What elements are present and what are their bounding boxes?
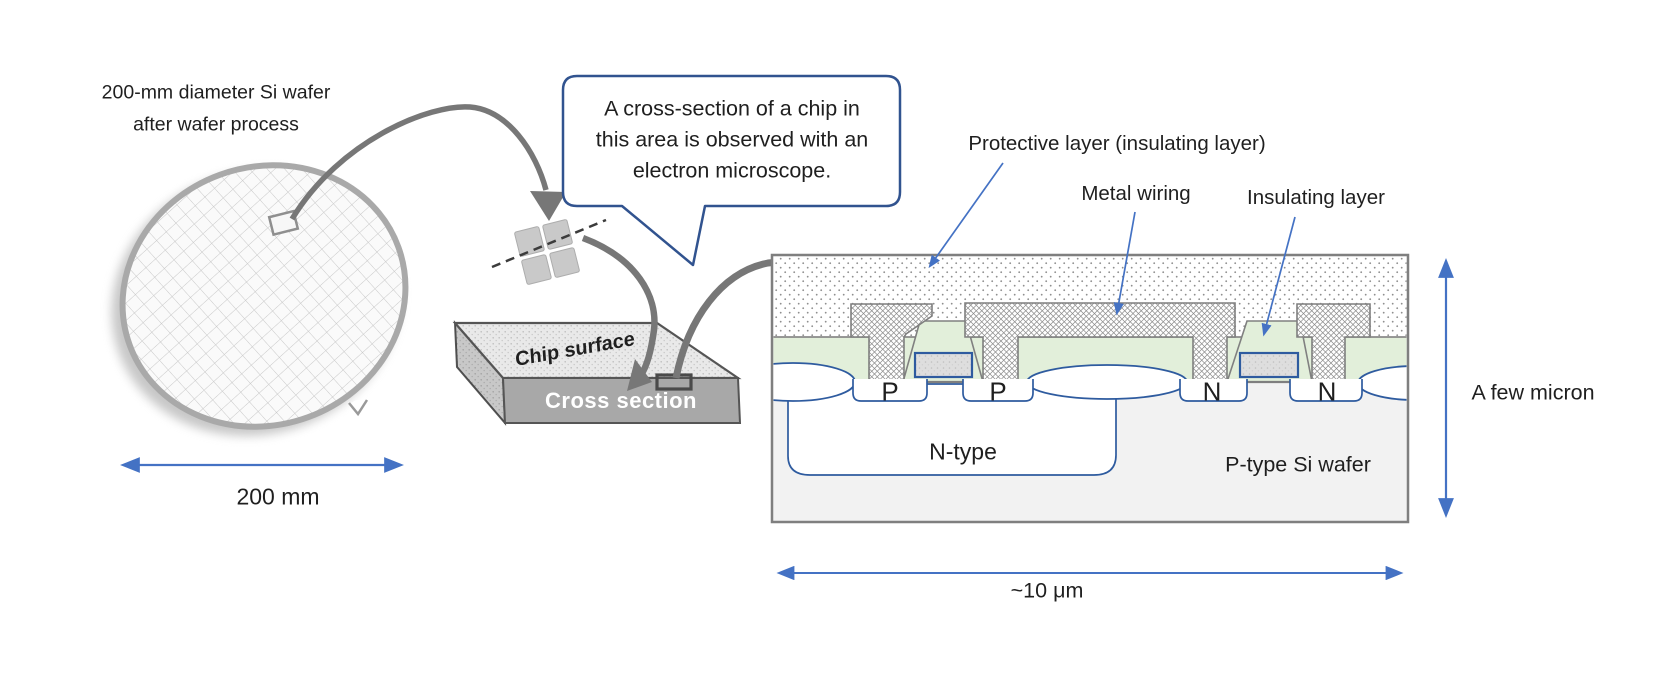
arrowhead [530, 191, 566, 221]
leader-arrow-metal [1113, 211, 1136, 316]
protective-layer-label: Protective layer (insulating layer) [968, 132, 1266, 155]
leader-arrow-protective [928, 162, 1004, 269]
wafer-title-line1: 200-mm diameter Si wafer [101, 81, 331, 104]
width-dimension-label: ~10 μm [1010, 578, 1084, 603]
bubble-text-line3: electron microscope. [632, 158, 832, 183]
wafer-notch [348, 399, 369, 417]
p-region-1-label: P [881, 376, 899, 407]
chip-block-left-shade [455, 323, 505, 423]
n-well-label: N-type [929, 438, 997, 465]
wafer-disc [119, 162, 409, 430]
n-well-region [787, 383, 1117, 476]
insulating-layer-label: Insulating layer [1247, 186, 1385, 209]
metal-wiring-center [964, 302, 1236, 383]
arrowhead [627, 359, 652, 391]
gate-electrode-left [913, 351, 974, 379]
wafer-illustration [111, 162, 409, 436]
field-oxide-left [773, 362, 856, 402]
p-region-2-label: P [989, 376, 1007, 407]
substrate-label: P-type Si wafer [1225, 452, 1371, 477]
bubble-text-line1: A cross-section of a chip in [604, 96, 860, 121]
speech-bubble [561, 74, 902, 267]
n-region-1 [1179, 379, 1248, 402]
cut-line-dashed [491, 218, 607, 269]
height-dimension-label: A few micron [1471, 380, 1595, 405]
bubble-text-line2: this area is observed with an [595, 127, 869, 152]
field-oxide-right [1357, 365, 1407, 401]
chip-icon [514, 219, 580, 285]
p-region-1 [852, 379, 928, 402]
n-region-2-label: N [1317, 376, 1337, 407]
chip-3d-block [452, 320, 742, 426]
metal-wiring-label: Metal wiring [1081, 182, 1191, 205]
field-oxide-center [1026, 364, 1188, 400]
n-region-1-label: N [1202, 376, 1222, 407]
p-region-2 [962, 379, 1034, 402]
n-region-2 [1289, 379, 1363, 402]
curved-arrow-wafer-to-chip [289, 104, 566, 221]
curved-arrow-chip-to-block [581, 234, 658, 391]
cross-section-figure [770, 253, 1410, 524]
wafer-title-line2: after wafer process [133, 113, 299, 136]
cross-section-label: Cross section [545, 388, 697, 413]
leader-arrow-insulating [1261, 216, 1296, 337]
metal-wiring-left [850, 303, 933, 383]
wafer-dimension-label: 200 mm [236, 483, 320, 510]
gate-electrode-right [1238, 351, 1300, 379]
